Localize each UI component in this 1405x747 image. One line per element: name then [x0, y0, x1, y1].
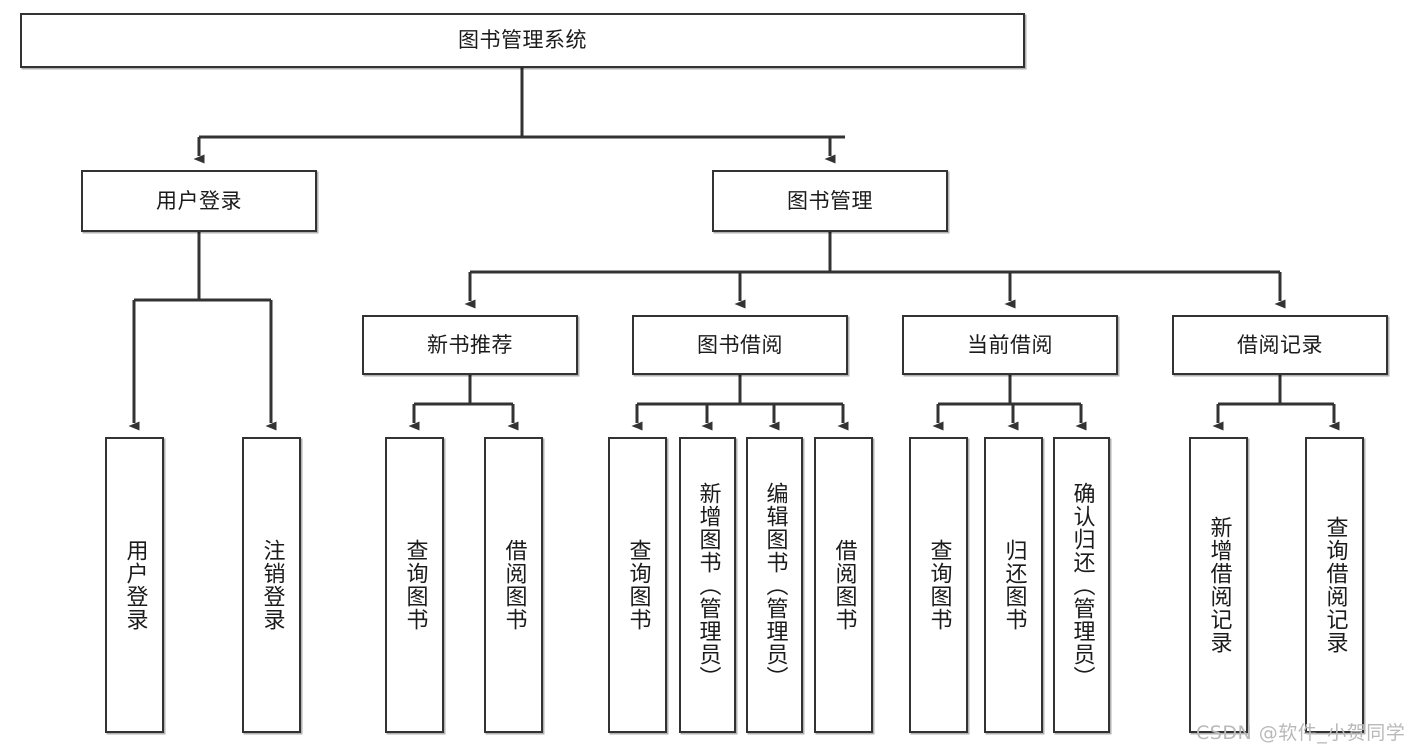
leaf-newbook-query-book[interactable]: 查询图书 — [385, 437, 444, 733]
leaf-logout[interactable]: 注销登录 — [242, 437, 301, 733]
node-book-borrow[interactable]: 图书借阅 — [632, 315, 848, 375]
leaf-add-book-admin[interactable]: 新增图书（管理员） — [679, 437, 736, 733]
leaf-return-book-label: 归还图书 — [1001, 539, 1027, 631]
leaf-logout-label: 注销登录 — [259, 539, 285, 631]
node-user-login-label: 用户登录 — [156, 188, 242, 213]
node-new-book-recommend[interactable]: 新书推荐 — [362, 315, 578, 375]
leaf-edit-book-admin-label: 编辑图书（管理员） — [762, 481, 788, 689]
leaf-borrow-query-book[interactable]: 查询图书 — [608, 437, 667, 733]
leaf-borrow-book[interactable]: 借阅图书 — [814, 437, 873, 733]
leaf-add-book-admin-label: 新增图书（管理员） — [695, 481, 721, 689]
node-book-borrow-label: 图书借阅 — [697, 332, 783, 357]
leaf-borrow-book-label: 借阅图书 — [831, 539, 857, 631]
leaf-newbook-borrow-book-label: 借阅图书 — [501, 539, 527, 631]
leaf-edit-book-admin[interactable]: 编辑图书（管理员） — [746, 437, 803, 733]
leaf-user-login[interactable]: 用户登录 — [105, 437, 164, 733]
node-user-login[interactable]: 用户登录 — [81, 170, 317, 232]
leaf-confirm-return-admin[interactable]: 确认归还（管理员） — [1053, 437, 1110, 733]
leaf-query-borrow-record[interactable]: 查询借阅记录 — [1305, 437, 1364, 733]
node-current-borrow[interactable]: 当前借阅 — [902, 315, 1118, 375]
csdn-watermark: CSDN @软件_小贺同学 — [1196, 722, 1405, 744]
leaf-add-borrow-record[interactable]: 新增借阅记录 — [1189, 437, 1248, 733]
leaf-newbook-borrow-book[interactable]: 借阅图书 — [484, 437, 543, 733]
leaf-current-query-book-label: 查询图书 — [926, 539, 952, 631]
leaf-user-login-label: 用户登录 — [122, 539, 148, 631]
leaf-return-book[interactable]: 归还图书 — [984, 437, 1043, 733]
node-root-label: 图书管理系统 — [458, 28, 587, 53]
node-borrow-record-label: 借阅记录 — [1237, 332, 1323, 357]
leaf-query-borrow-record-label: 查询借阅记录 — [1322, 516, 1348, 654]
node-borrow-record[interactable]: 借阅记录 — [1172, 315, 1388, 375]
leaf-borrow-query-book-label: 查询图书 — [625, 539, 651, 631]
node-current-borrow-label: 当前借阅 — [967, 332, 1053, 357]
node-new-book-recommend-label: 新书推荐 — [427, 332, 513, 357]
leaf-current-query-book[interactable]: 查询图书 — [909, 437, 968, 733]
leaf-confirm-return-admin-label: 确认归还（管理员） — [1069, 481, 1095, 689]
node-book-management-label: 图书管理 — [787, 188, 873, 213]
node-book-management[interactable]: 图书管理 — [712, 170, 948, 232]
node-root[interactable]: 图书管理系统 — [20, 13, 1025, 68]
leaf-newbook-query-book-label: 查询图书 — [402, 539, 428, 631]
leaf-add-borrow-record-label: 新增借阅记录 — [1206, 516, 1232, 654]
